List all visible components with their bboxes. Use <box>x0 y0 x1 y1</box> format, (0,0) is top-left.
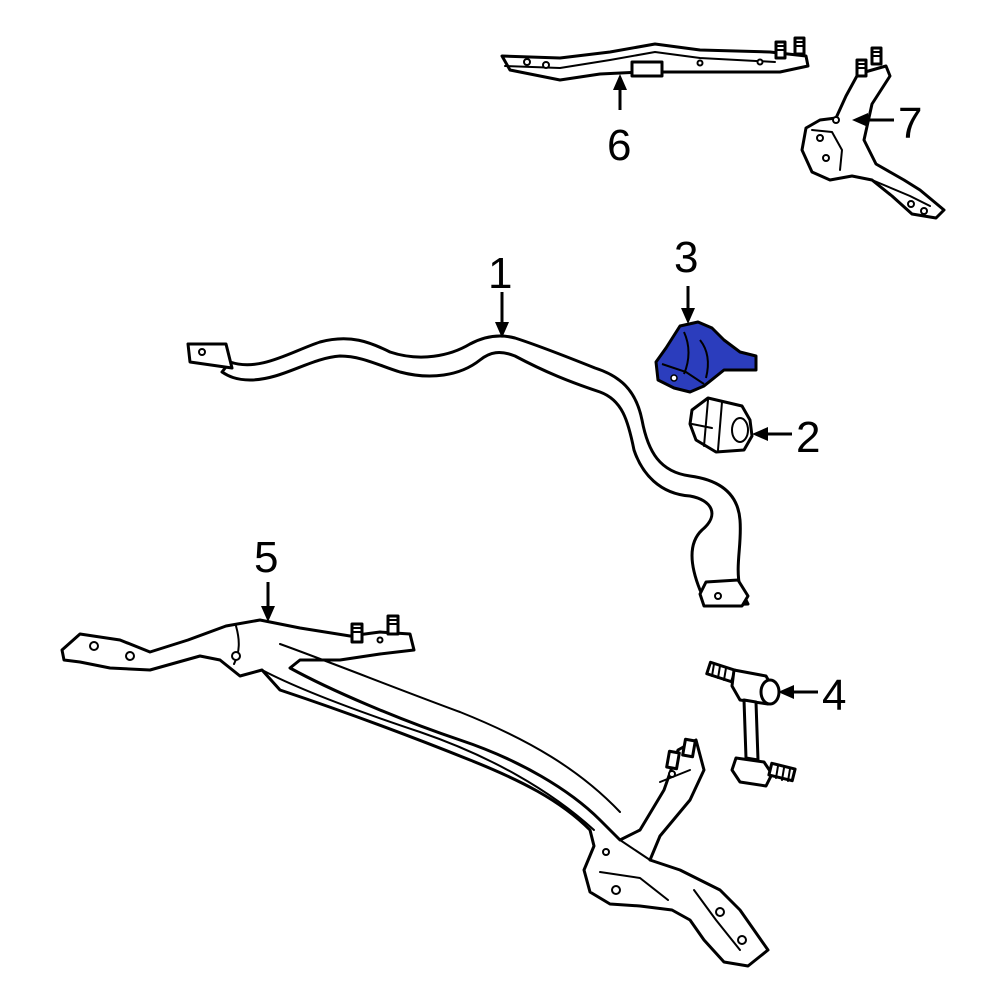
callout-3: 3 <box>674 233 698 282</box>
callout-5: 5 <box>254 533 278 582</box>
part-5-crossmember[interactable] <box>60 614 770 968</box>
part-1-stabilizer-bar[interactable] <box>186 334 750 608</box>
callout-7: 7 <box>898 99 922 148</box>
callout-4: 4 <box>822 671 846 720</box>
callout-6: 6 <box>607 121 631 170</box>
callout-arrows <box>261 74 894 699</box>
part-2-bushing[interactable] <box>688 396 754 454</box>
callout-1: 1 <box>488 249 512 298</box>
callout-2: 2 <box>796 413 820 462</box>
part-6-bracket[interactable] <box>500 36 810 82</box>
part-3-bushing-bracket[interactable] <box>654 320 758 394</box>
part-7-bracket[interactable] <box>800 46 946 220</box>
part-4-stabilizer-link[interactable] <box>705 660 797 788</box>
